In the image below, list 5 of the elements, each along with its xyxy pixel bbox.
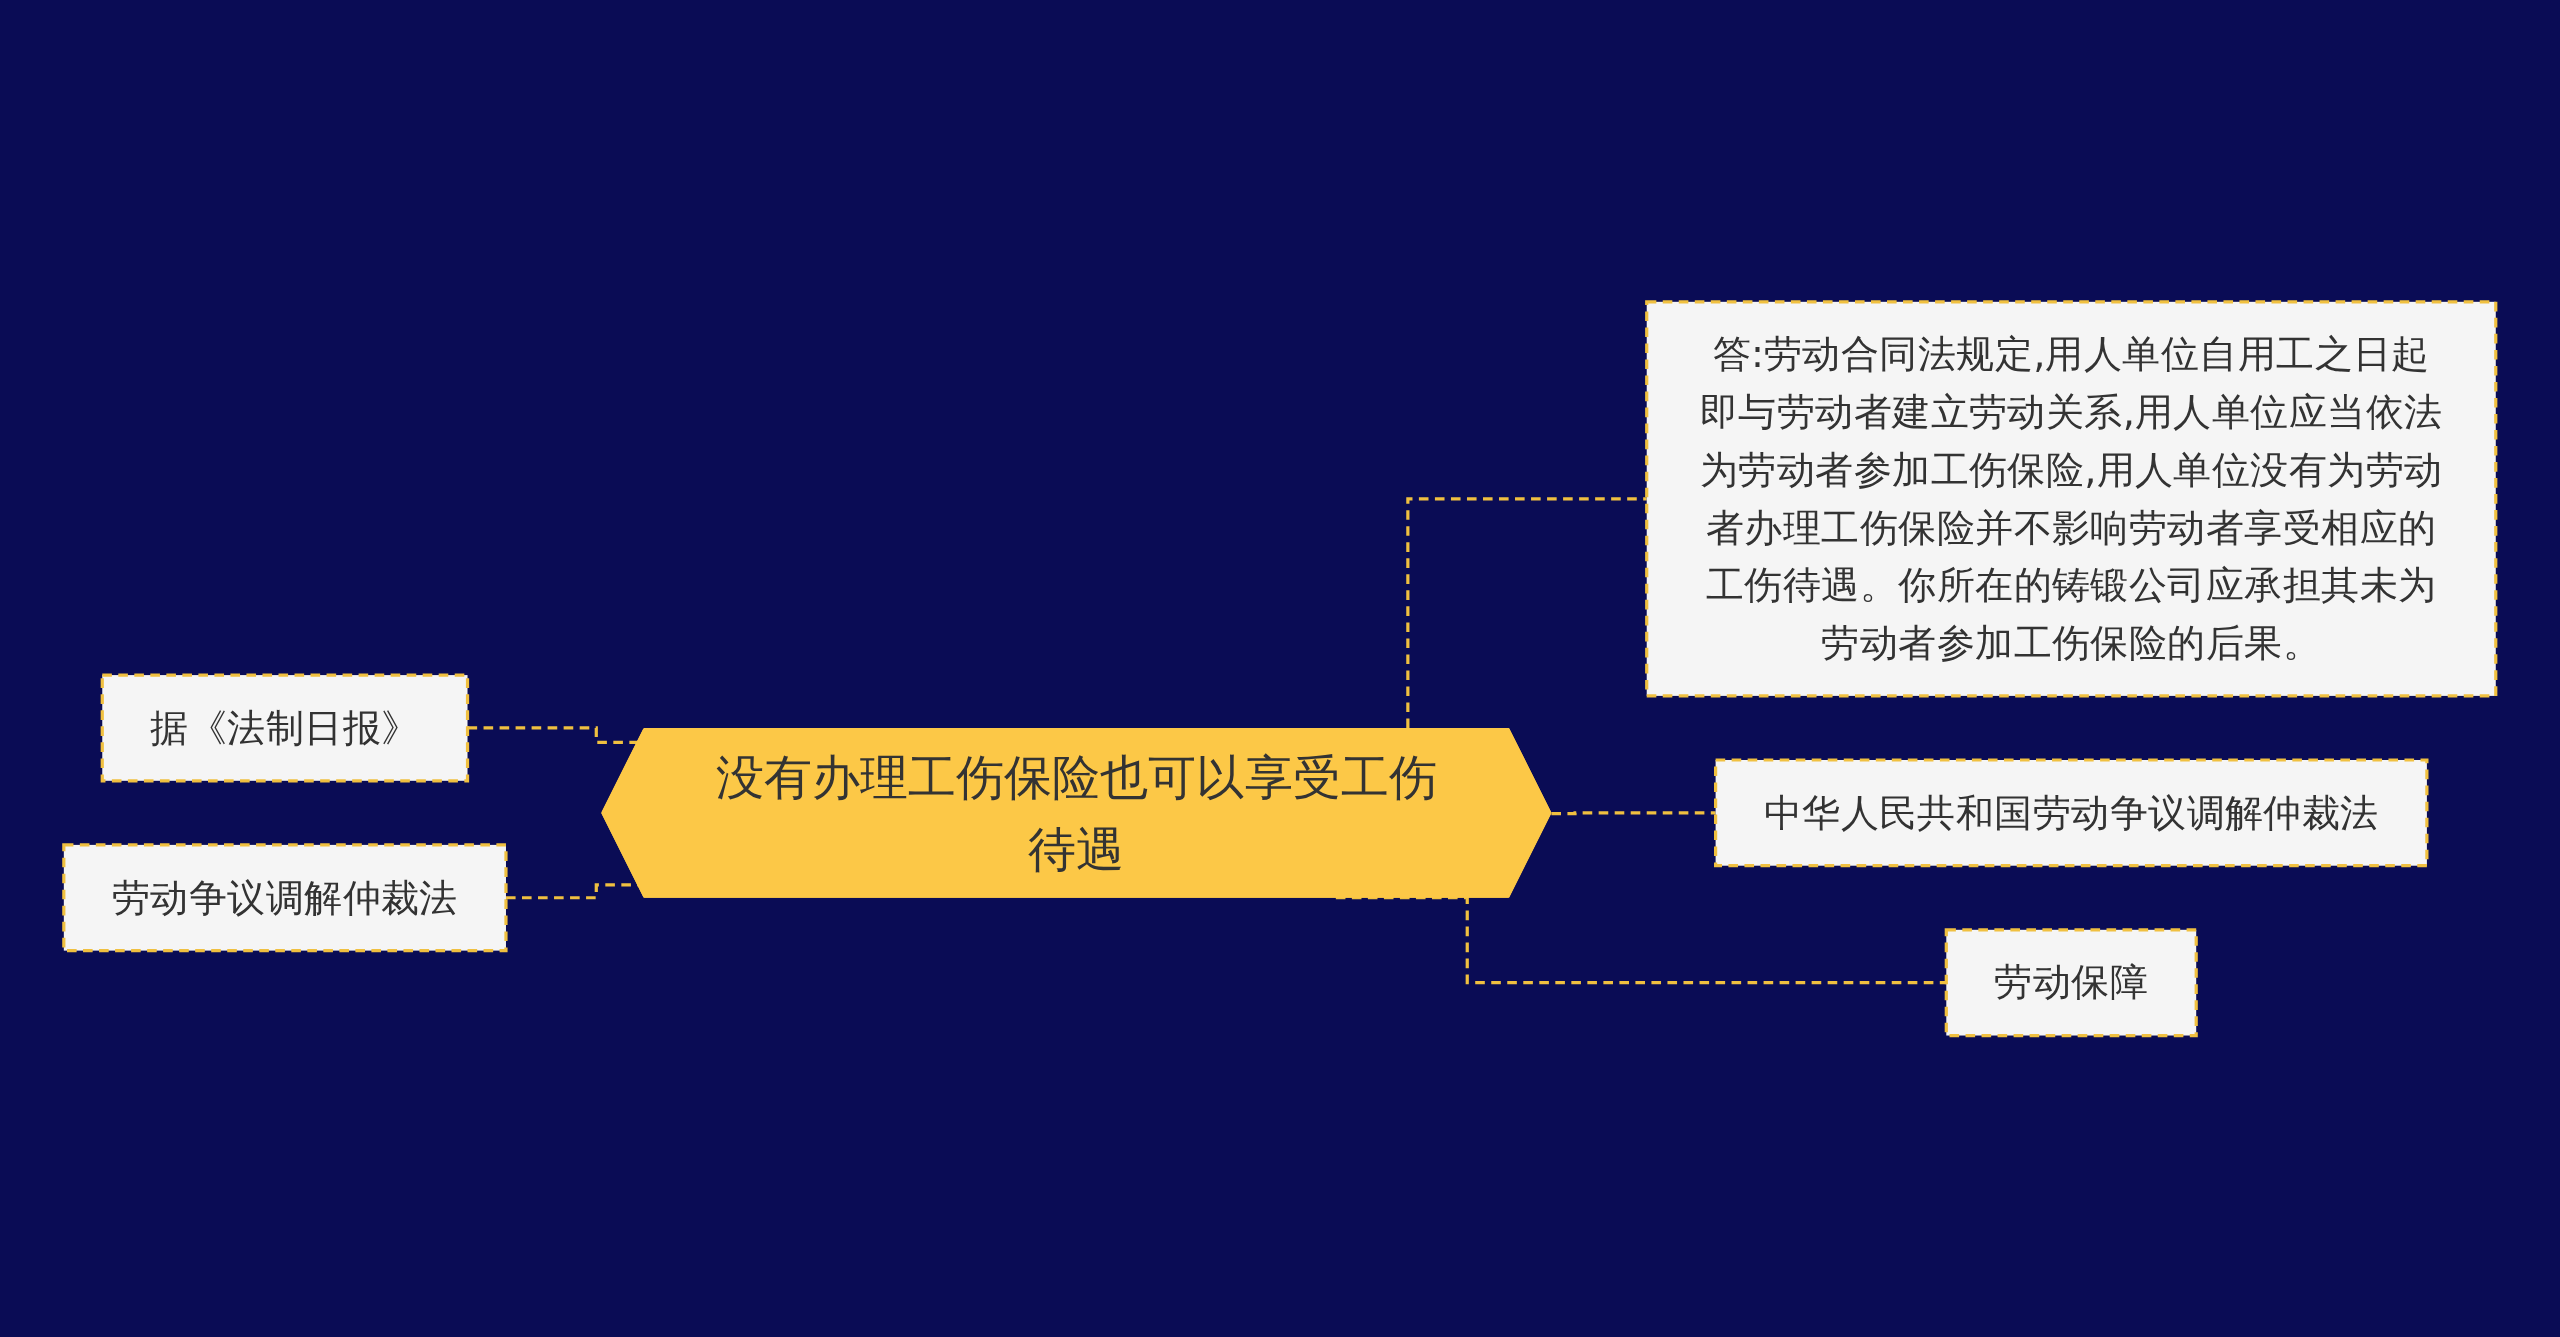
node-box: 答:劳动合同法规定,用人单位自用工之日起即与劳动者建立劳动关系,用人单位应当依法为劳动者参加工伤保险,用人单位没有为劳动者办理工伤保险并不影响劳动者享受相应的工伤待遇。你所在的铸锻公司应承担其未为劳动者参加工伤保险的后果。 xyxy=(1645,300,2498,698)
node-box: 劳动保障 xyxy=(1944,928,2198,1037)
node-box: 中华人民共和国劳动争议调解仲裁法 xyxy=(1714,758,2429,868)
node-box: 据《法制日报》 xyxy=(100,673,470,783)
node-box: 劳动争议调解仲裁法 xyxy=(62,843,508,953)
